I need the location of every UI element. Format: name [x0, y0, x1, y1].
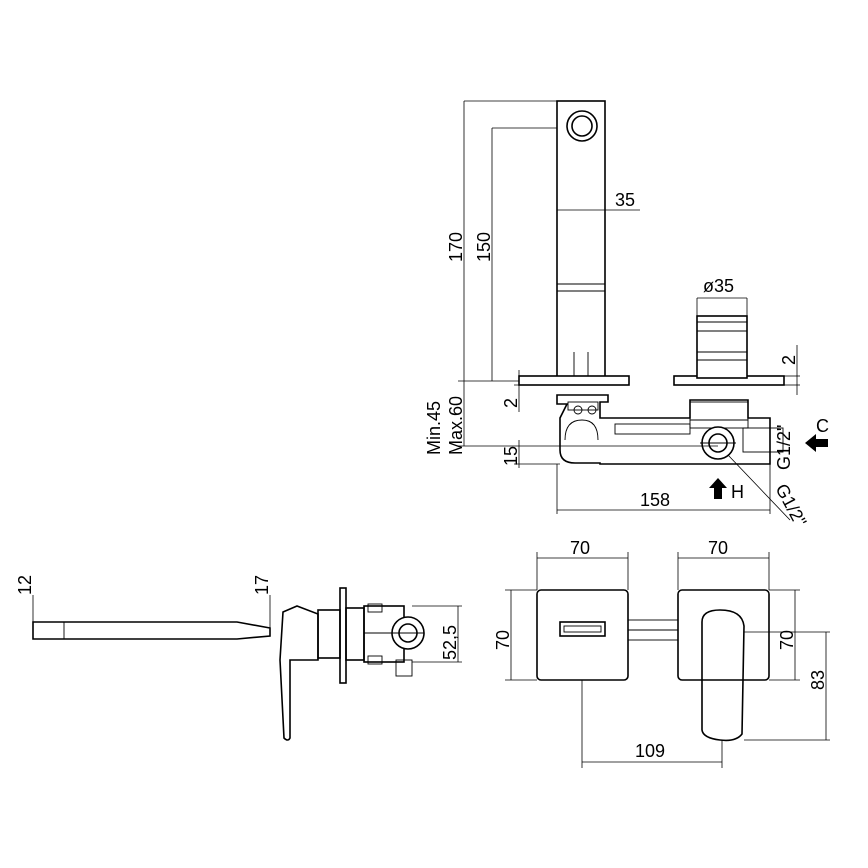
dim-83: 83: [808, 670, 828, 690]
dim-70-top-right: 70: [708, 538, 728, 558]
dim-70-right: 70: [777, 630, 797, 650]
side-view: 12 17 52,5: [15, 575, 462, 741]
hot-label: H: [731, 482, 744, 502]
arrow-up-icon: [709, 478, 727, 499]
front-view: 70 70 70 70 83 109: [493, 538, 830, 768]
dim-2-left: 2: [501, 398, 521, 408]
dim-max-60: Max.60: [446, 396, 466, 455]
front-right-plate: [677, 589, 770, 681]
dim-70-left: 70: [493, 630, 513, 650]
front-lever: [701, 609, 745, 742]
thread-hot-label: G1/2": [771, 480, 810, 529]
dim-70-top-left: 70: [570, 538, 590, 558]
arrow-left-icon: [805, 434, 828, 452]
dim-2-right: 2: [779, 355, 799, 365]
dim-158: 158: [640, 490, 670, 510]
spout-body: [556, 100, 606, 380]
handle-cylinder: [696, 315, 748, 379]
side-spout: [32, 621, 271, 640]
in-wall-body: [556, 394, 771, 465]
left-wall-plate: [518, 375, 630, 386]
dim-dia-35: ø35: [703, 276, 734, 296]
dim-17: 17: [252, 575, 272, 595]
side-wall-plate: [339, 587, 347, 684]
dim-170: 170: [446, 232, 466, 262]
cold-label: C: [816, 416, 829, 436]
front-left-plate: [536, 589, 629, 681]
side-lever: [279, 605, 319, 741]
dim-52-5: 52,5: [440, 625, 460, 660]
top-view: 170 150 35 ø35 2 2 Min.45 Max.60 15: [424, 100, 829, 530]
dim-15: 15: [501, 446, 521, 466]
dim-12: 12: [15, 575, 35, 595]
thread-cold-label: G1/2": [774, 425, 794, 470]
dim-150: 150: [474, 232, 494, 262]
front-spout-outlet: [559, 621, 606, 637]
spout-outlet: [566, 110, 598, 142]
dim-35: 35: [615, 190, 635, 210]
dim-min-45: Min.45: [424, 401, 444, 455]
dim-109: 109: [635, 741, 665, 761]
